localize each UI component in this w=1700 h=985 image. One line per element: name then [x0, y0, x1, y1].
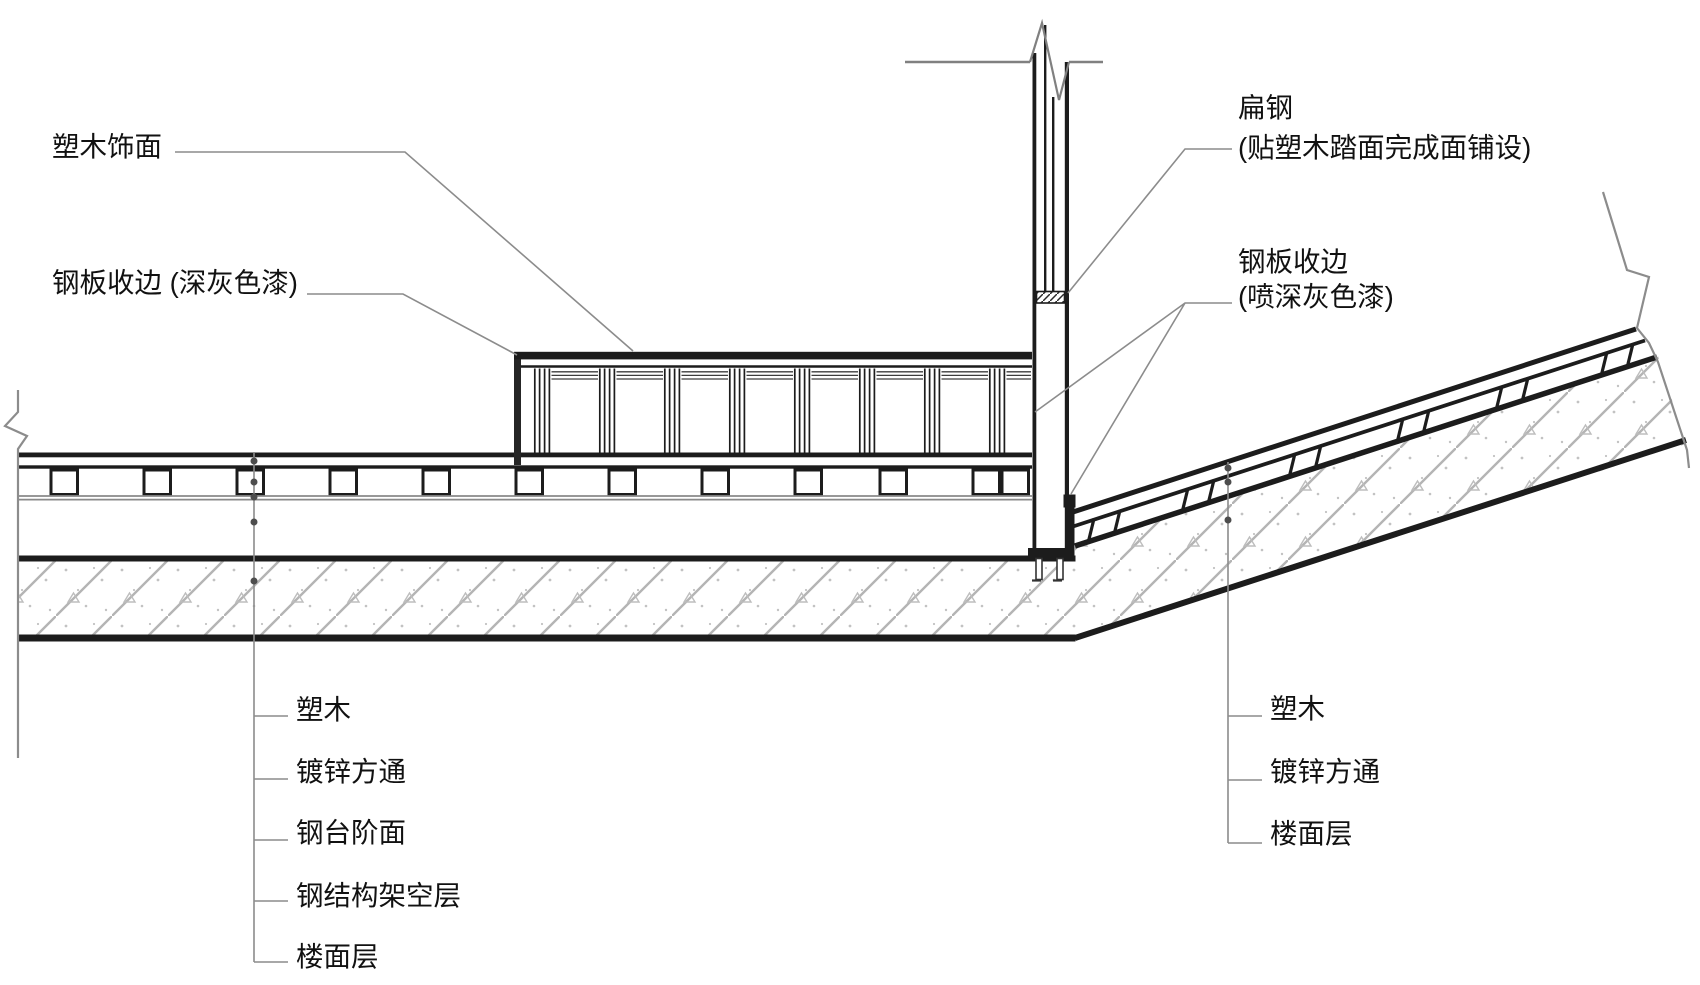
break-line-right [1601, 191, 1691, 469]
flat-steel-bar [1035, 290, 1066, 304]
label-left-floor-layer: 楼面层 [296, 941, 379, 972]
floor-slab-left [17, 555, 1076, 642]
layer-labels-left: 塑木 镀锌方通 钢台阶面 钢结构架空层 楼面层 [296, 694, 461, 972]
steel-step-plate [18, 495, 1032, 501]
leader-steel-edge-right [1034, 302, 1232, 495]
leader-plastic-wood-facing [175, 151, 634, 352]
label-plastic-wood-facing: 塑木饰面 [52, 131, 162, 162]
label-left-galvanized-tube: 镀锌方通 [296, 756, 406, 787]
label-steel-edge-dark-grey: 钢板收边 (深灰色漆) [52, 267, 298, 298]
label-left-steel-step-surface: 钢台阶面 [296, 817, 406, 848]
layer-labels-right: 塑木 镀锌方通 楼面层 [1270, 693, 1380, 849]
steel-post [1028, 25, 1074, 582]
ramp-deck [1072, 326, 1646, 544]
label-flat-steel-line1: 扁钢 [1238, 92, 1293, 123]
anchor-bolts [1032, 557, 1064, 582]
bench-plastic-wood-cladding [514, 351, 1032, 465]
label-right-galvanized-tube: 镀锌方通 [1270, 756, 1380, 787]
label-left-plastic-wood: 塑木 [296, 694, 351, 725]
handrail-cut-line [905, 18, 1103, 101]
leader-column-left [250, 452, 288, 963]
label-right-floor-layer: 楼面层 [1270, 818, 1353, 849]
label-steel-edge-right-line1: 钢板收边 [1238, 246, 1348, 277]
deck-left [18, 452, 1032, 501]
leader-steel-edge-left [307, 293, 518, 356]
label-left-steel-raised-layer: 钢结构架空层 [296, 880, 461, 911]
ramp-edge-bracket [1063, 494, 1076, 559]
leader-column-right [1224, 462, 1262, 844]
break-line-left [3, 390, 29, 758]
label-steel-edge-right-line2: (喷深灰色漆) [1238, 281, 1394, 312]
leader-flat-steel [1067, 148, 1232, 294]
post-base-plate [1028, 548, 1074, 559]
label-flat-steel-line2: (贴塑木踏面完成面铺设) [1238, 132, 1531, 163]
galvanized-square-tubes-row [49, 468, 1030, 496]
label-right-plastic-wood: 塑木 [1270, 693, 1325, 724]
